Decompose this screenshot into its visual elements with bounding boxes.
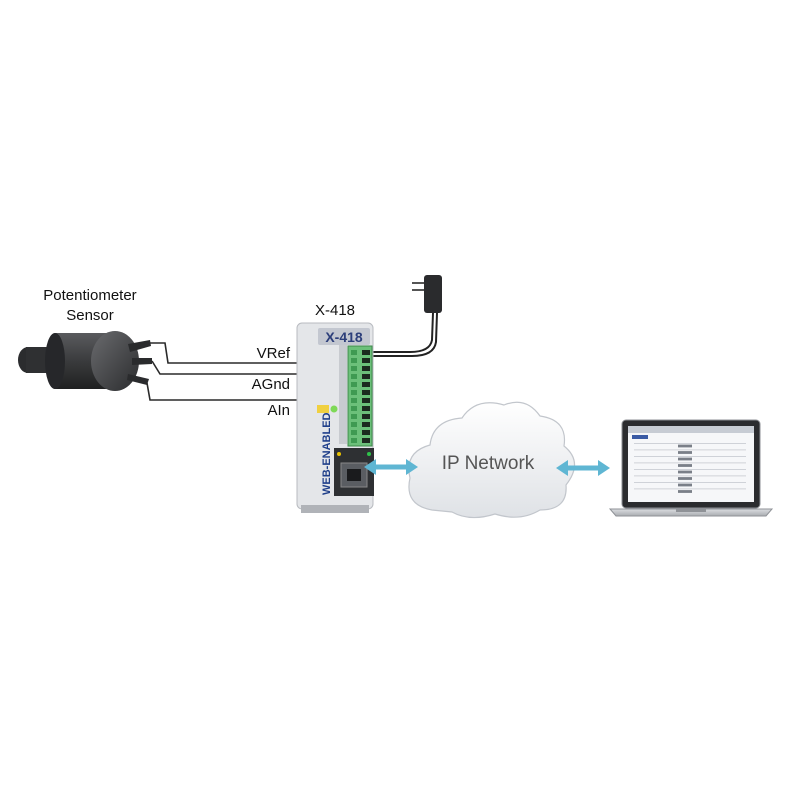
table-row-line [634,443,746,444]
laptop-display [628,426,754,502]
power-led [330,405,338,413]
arrow-device-network [364,459,418,475]
device-rail-clip [301,505,369,513]
terminal-screw [351,390,357,395]
connection-arrows [364,459,610,476]
terminal-screw [351,398,357,403]
table-cell [678,444,692,448]
table-row-line [634,456,746,457]
sensor-label: Potentiometer Sensor [20,286,160,326]
terminal-slot [362,382,370,387]
arrow-network-laptop [556,460,610,476]
terminal-screw [351,358,357,363]
terminal-slot [362,430,370,435]
potentiometer-sensor [18,331,152,391]
sensor-terminal-1 [128,340,151,352]
adapter-body [424,275,442,313]
device-side-text: WEB-ENABLED [321,412,333,495]
terminal-screw [351,438,357,443]
terminal-slot [362,358,370,363]
sensor-label-line-2: Sensor [66,307,114,324]
terminal-slot [362,406,370,411]
table-row-line [634,469,746,470]
terminal-slot [362,374,370,379]
table-cell [678,464,692,467]
browser-table [634,443,746,493]
terminal-screw [351,406,357,411]
laptop-trackpad-notch [676,509,706,512]
table-row-line [634,475,746,477]
terminal-slot [362,422,370,427]
terminal-screw [351,414,357,419]
power-adapter [372,275,442,357]
table-cell [678,457,692,461]
cloud-shape [408,401,576,519]
terminal-screw [351,366,357,371]
sensor-label-line-1: Potentiometer [43,287,137,304]
ethernet-socket [347,469,361,481]
table-row-line [634,462,746,464]
table-row-line [634,482,746,483]
wire-label-agnd: AGnd [251,376,290,393]
svg-text:X-418: X-418 [325,329,363,345]
terminal-screw [351,422,357,427]
terminal-slot [362,414,370,419]
table-row-line [634,488,746,490]
power-led-label [317,405,329,413]
ethernet-led-2 [367,452,371,456]
adapter-cable-1 [372,312,434,353]
terminal-slot [362,366,370,371]
sensor-terminal-2 [132,358,152,365]
table-cell [678,477,692,480]
laptop-base [608,508,774,517]
adapter-cable-2 [372,312,438,357]
terminal-slot [362,398,370,403]
terminal-slot [362,390,370,395]
terminal-slot [362,350,370,355]
terminal-screws [351,350,370,443]
table-cell [678,470,692,474]
terminal-screw [351,374,357,379]
sensor-terminal-3 [127,374,149,385]
wire-label-vref: VRef [256,345,290,362]
device-logo: X-418 [318,328,370,345]
terminal-screw [351,350,357,355]
browser-toolbar [628,426,754,433]
ethernet-led-1 [337,452,341,456]
table-cell [678,451,692,454]
terminal-screw [351,430,357,435]
terminal-screw [351,382,357,387]
browser-logo [632,435,648,439]
device-label-strip [339,344,347,444]
ip-network-cloud [408,401,576,519]
table-cell [678,490,692,493]
device-name-label: X-418 [314,302,356,319]
table-cell [678,483,692,487]
wire-label-ain: AIn [267,402,290,419]
laptop [608,419,774,517]
terminal-slot [362,438,370,443]
ip-network-label: IP Network [441,453,535,474]
x418-device: X-418 WEB-ENABLED [296,322,374,513]
sensor-cap [91,331,139,391]
table-row-line [634,449,746,451]
wire-vref [150,342,372,364]
sensor-front [45,333,65,389]
